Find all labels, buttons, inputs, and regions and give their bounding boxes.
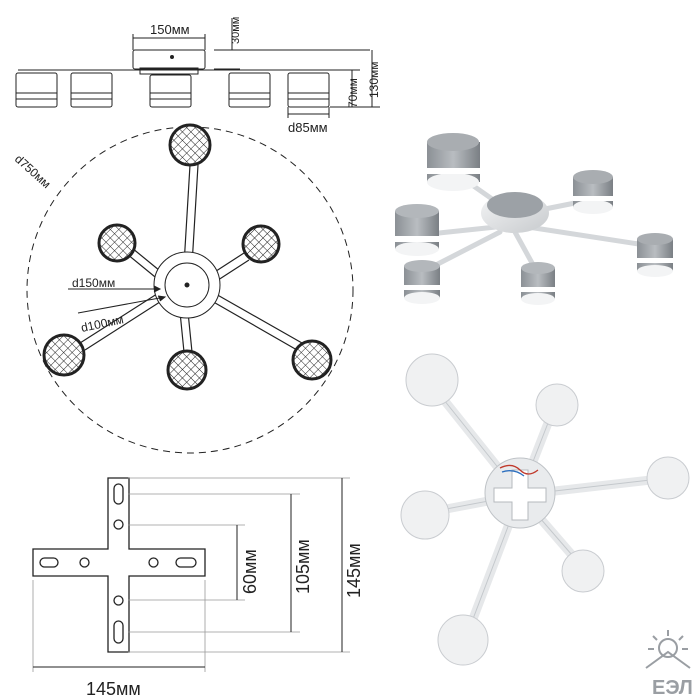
bracket-drawing [32, 477, 206, 653]
dim-label-70: 70мм [346, 78, 360, 108]
underside-shade-4 [400, 490, 450, 540]
dim-label-d150: d150мм [72, 276, 115, 290]
lamp-head-bottom-right [291, 339, 333, 381]
dim-label-30: 30мм [230, 17, 242, 44]
dim-label-105: 105мм [293, 539, 313, 594]
underside-shade-2 [535, 383, 579, 427]
underside-shade-6 [437, 614, 489, 666]
logo-text: ЕЭЛ [652, 677, 693, 699]
underside-shade-3 [646, 456, 690, 500]
canopy-inner [164, 262, 210, 308]
sun-house-logo-icon [645, 630, 691, 669]
dim-label-145-h: 145мм [86, 679, 141, 699]
underside-shade-5 [561, 549, 605, 593]
dim-label-150: 150мм [150, 22, 190, 37]
dim-label-d100: d100мм [80, 312, 125, 335]
product-photo-angled [395, 133, 673, 305]
side-view-drawing [15, 18, 380, 118]
lamp-head-top [168, 123, 212, 167]
photo-shade-5 [404, 260, 440, 304]
lamp-head-bottom [166, 349, 208, 391]
photo-shade-3 [395, 204, 439, 256]
lamp-head-left [97, 223, 137, 263]
photo-shade-1 [427, 133, 480, 191]
canopy-side [132, 49, 206, 70]
plan-view-drawing [26, 123, 354, 454]
bracket-dimension-lines [32, 477, 350, 672]
product-photo-underside [400, 353, 690, 666]
dim-label-d750: d750мм [12, 152, 53, 191]
photo-shade-4 [637, 233, 673, 277]
dim-label-145-v: 145мм [344, 543, 364, 598]
photo-shade-6 [521, 262, 555, 305]
dim-label-130: 130мм [367, 61, 381, 98]
underside-shade-1 [405, 353, 459, 407]
dim-label-d85: d85мм [288, 120, 328, 135]
lamp-head-bottom-left [42, 333, 86, 377]
dim-label-60: 60мм [240, 549, 260, 594]
brand-logo [645, 630, 691, 669]
underside-bracket [493, 469, 547, 521]
lamp-head-right [241, 224, 281, 264]
overall-circle [26, 126, 354, 454]
side-shades [15, 72, 330, 108]
photo-shade-2 [573, 170, 613, 214]
